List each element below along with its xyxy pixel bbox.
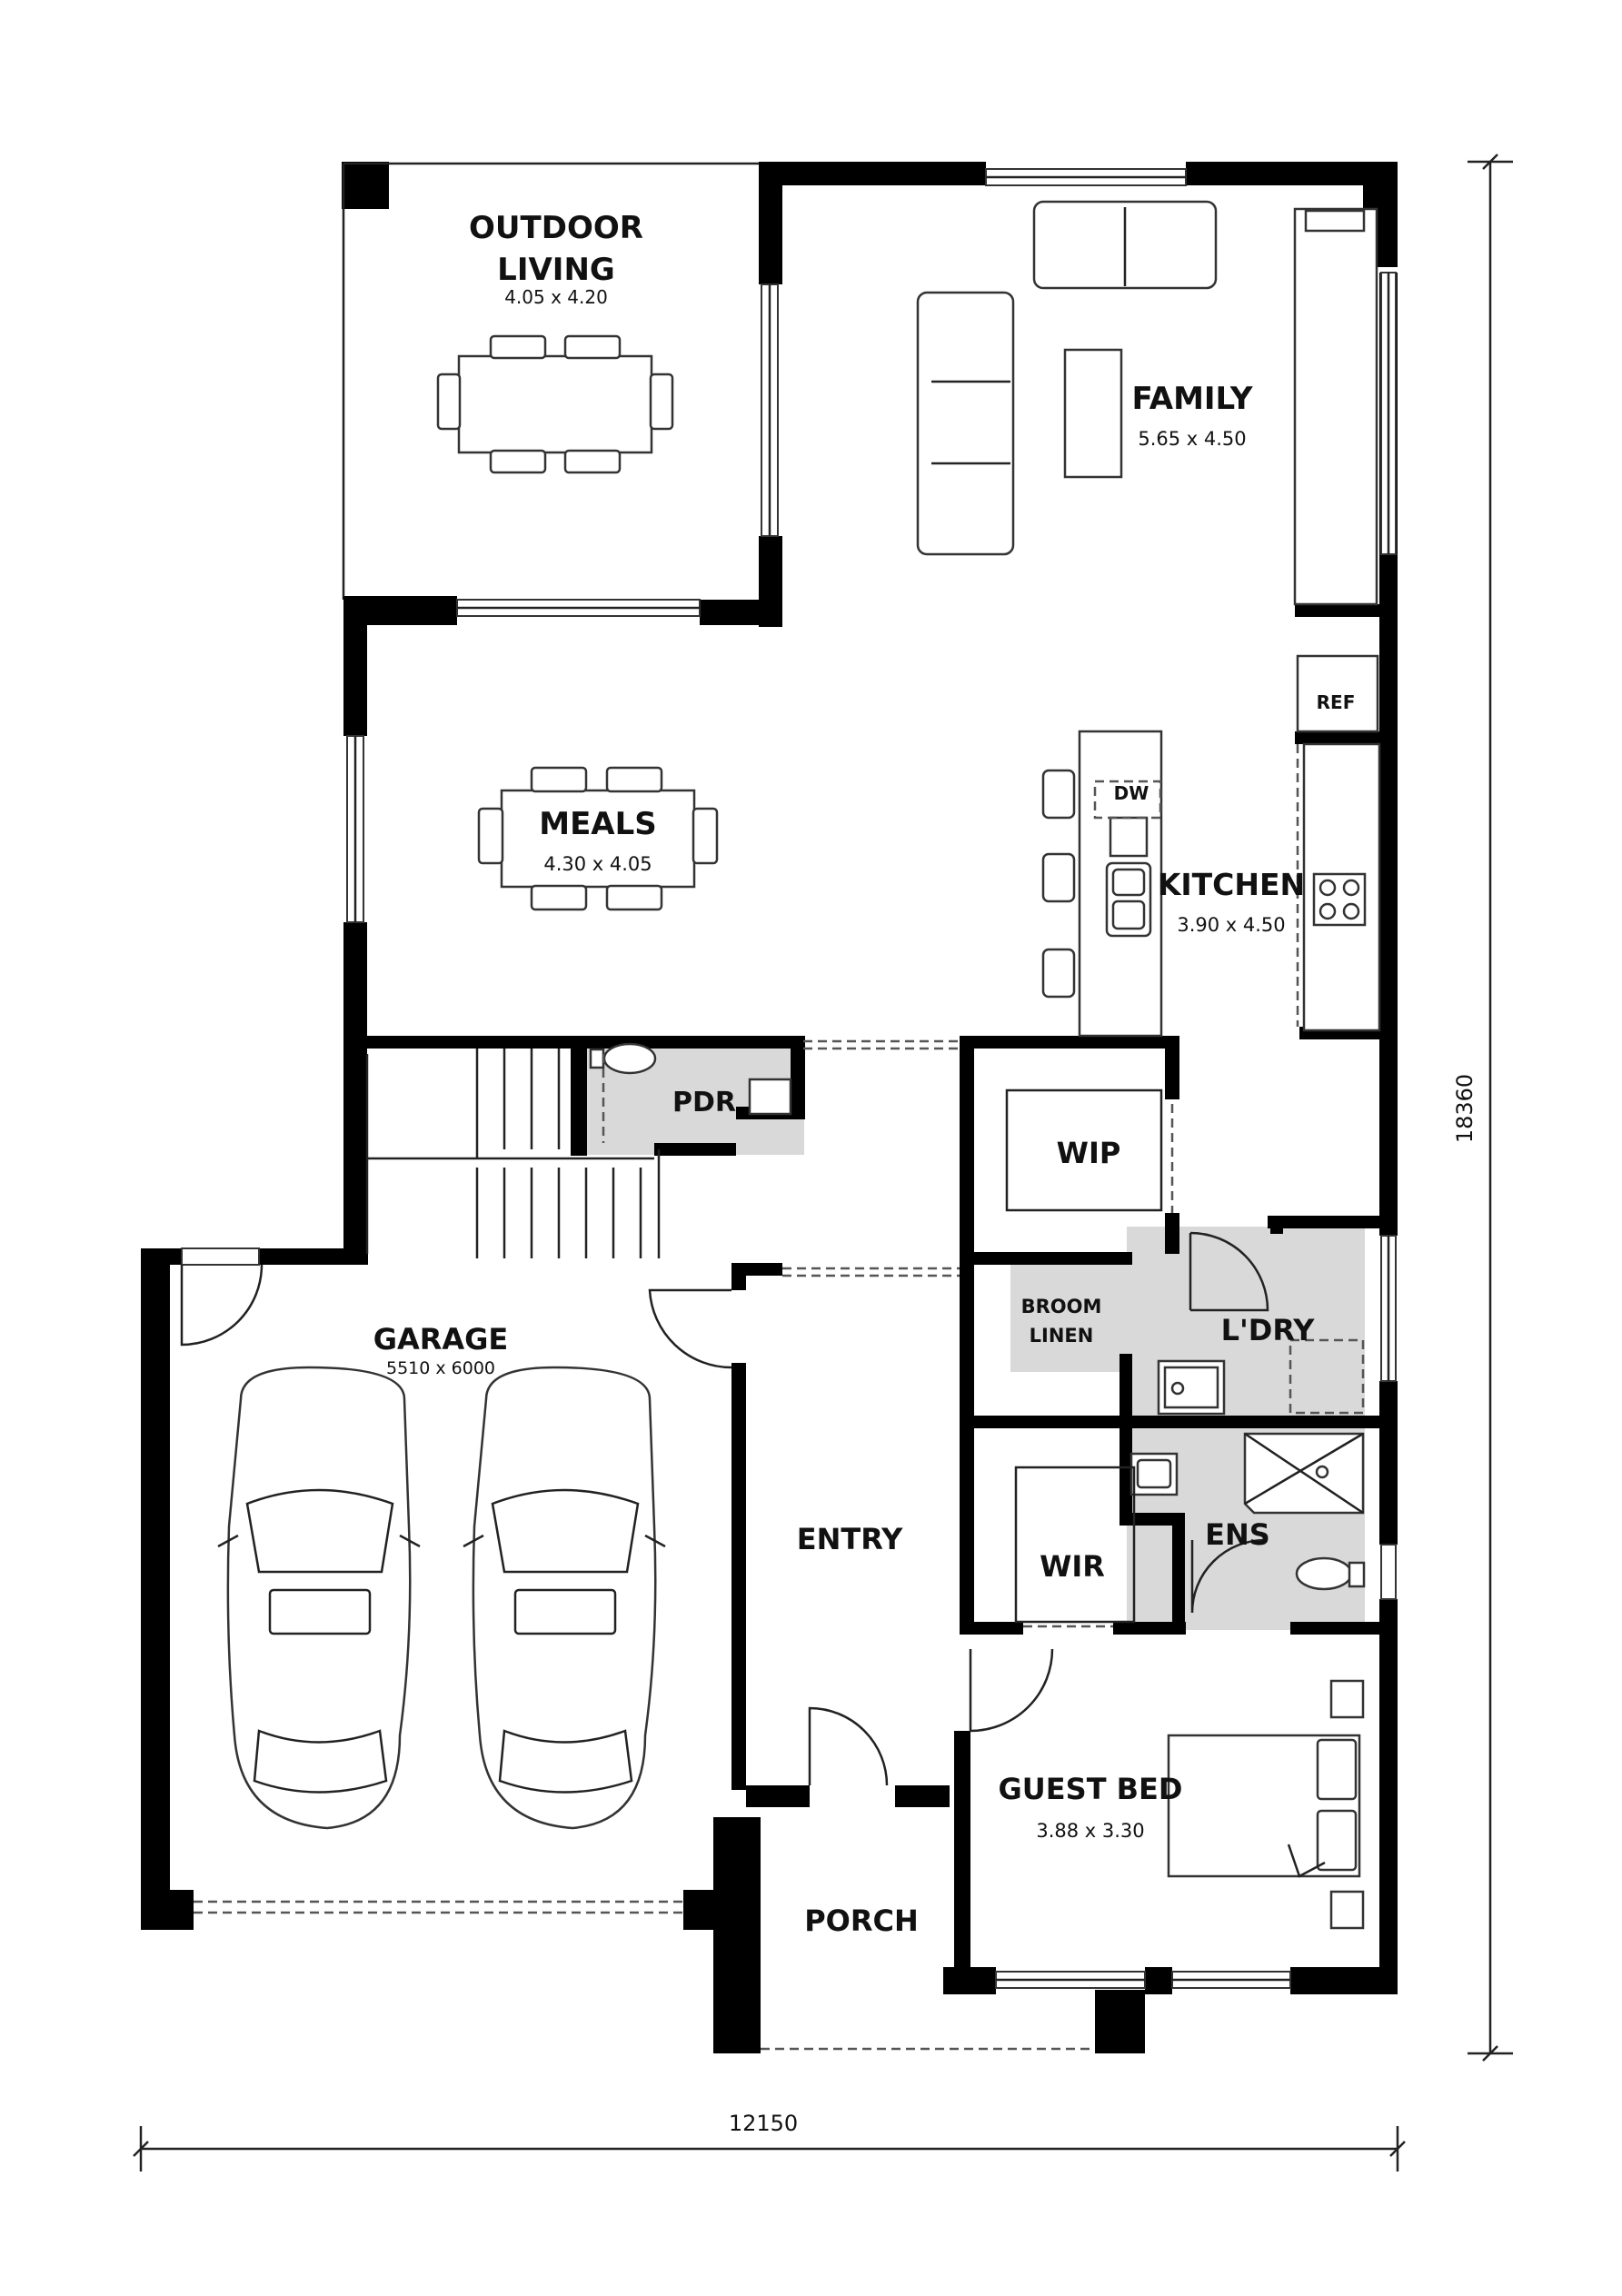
ensuite-vanity-icon <box>1129 1452 1179 1496</box>
guest-bed-size: 3.88 x 3.30 <box>1036 1820 1144 1842</box>
sink-icon <box>1105 816 1152 938</box>
dimension-lines <box>133 154 1513 2172</box>
broom-linen-label-line1: BROOM <box>1021 1296 1102 1317</box>
ref-label: REF <box>1317 691 1356 713</box>
garage-label: GARAGE <box>373 1322 509 1357</box>
family-size: 5.65 x 4.50 <box>1138 428 1246 450</box>
shower-icon <box>1243 1432 1365 1515</box>
porch-label: PORCH <box>804 1903 919 1938</box>
garage-size: 5510 x 6000 <box>386 1358 495 1378</box>
pdr-label: PDR <box>672 1087 736 1118</box>
washer-space <box>1289 1338 1365 1415</box>
family-label: FAMILY <box>1131 381 1252 417</box>
wir-label: WIR <box>1040 1549 1105 1584</box>
meals-label: MEALS <box>539 806 657 842</box>
door-swings <box>180 1231 1269 1786</box>
kitchen-fittings <box>1041 207 1381 1038</box>
meals-table <box>477 766 719 911</box>
broom-linen-floor <box>1010 1265 1127 1372</box>
outdoor-living-size: 4.05 x 4.20 <box>504 286 608 308</box>
family-furniture <box>916 200 1218 556</box>
broom-linen-label-line2: LINEN <box>1030 1325 1094 1347</box>
outdoor-living-label-line2: LIVING <box>497 252 615 288</box>
meals-size: 4.30 x 4.05 <box>543 853 652 875</box>
kitchen-label: KITCHEN <box>1158 867 1305 902</box>
ensuite-label: ENS <box>1205 1517 1270 1552</box>
guest-bed-label: GUEST BED <box>999 1772 1183 1806</box>
entry-label: ENTRY <box>797 1522 903 1556</box>
laundry-label: L'DRY <box>1221 1313 1316 1347</box>
overall-width-label: 12150 <box>729 2111 798 2136</box>
stairs <box>365 1049 661 1258</box>
car-icon-right <box>463 1366 666 1830</box>
toilet-icon <box>589 1042 657 1075</box>
cooktop-icon <box>1312 872 1367 927</box>
wip-label: WIP <box>1057 1136 1121 1170</box>
kitchen-size: 3.90 x 4.50 <box>1177 914 1285 936</box>
basin-icon <box>748 1078 792 1116</box>
outdoor-table <box>436 334 674 474</box>
fridge-space <box>1296 654 1379 733</box>
ensuite-toilet-icon <box>1295 1556 1366 1591</box>
windows <box>181 168 1397 1989</box>
overall-depth-label: 18360 <box>1452 1074 1478 1143</box>
guest-bed-icon <box>1167 1679 1365 1930</box>
laundry-tub-icon <box>1157 1359 1226 1416</box>
car-icon-left <box>217 1366 421 1830</box>
dw-label: DW <box>1114 782 1149 804</box>
wir-shelves <box>1014 1466 1136 1624</box>
outdoor-living-label-line1: OUTDOOR <box>469 210 643 246</box>
